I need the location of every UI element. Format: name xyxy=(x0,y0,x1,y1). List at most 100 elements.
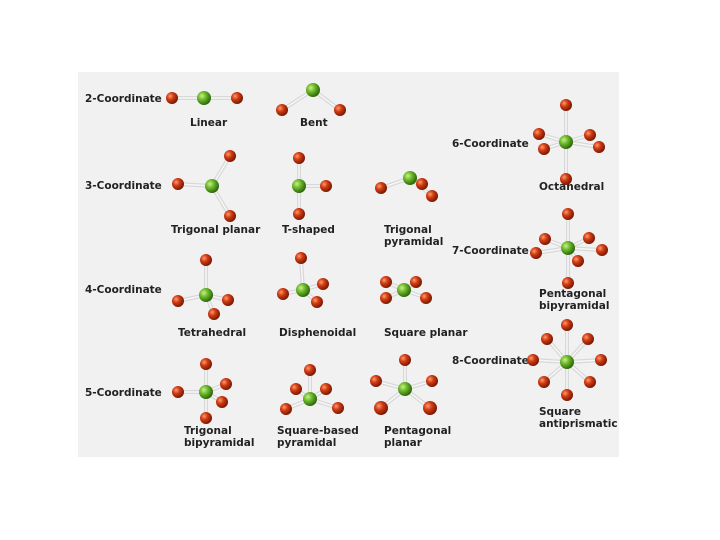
ligand-atom xyxy=(538,143,550,155)
ligand-atom xyxy=(332,402,344,414)
ligand-atom xyxy=(293,152,305,164)
caption-linear: Linear xyxy=(190,117,228,129)
caption-trigonal-planar: Trigonal planar xyxy=(171,224,261,236)
caption-tetrahedral: Tetrahedral xyxy=(178,327,247,339)
molecule-pentagonal-planar xyxy=(370,354,438,415)
molecule-square-based-pyramidal xyxy=(280,364,344,415)
row-label-2-coordinate: 2-Coordinate xyxy=(85,93,162,105)
ligand-atom xyxy=(584,129,596,141)
ligand-atom xyxy=(224,150,236,162)
molecule-linear xyxy=(166,91,243,105)
ligand-atom xyxy=(538,376,550,388)
central-atom xyxy=(296,283,310,297)
ligand-atom xyxy=(530,247,542,259)
ligand-atom xyxy=(172,386,184,398)
central-atom xyxy=(292,179,306,193)
molecule-trigonal-planar xyxy=(172,150,236,222)
caption-t-shaped: T-shaped xyxy=(282,224,335,236)
caption-disphenoidal: Disphenoidal xyxy=(279,327,357,339)
ligand-atom xyxy=(561,319,573,331)
molecule-square-antiprismatic xyxy=(527,319,607,401)
molecule-pentagonal-bipyramidal xyxy=(530,208,608,289)
ligand-atom xyxy=(317,278,329,290)
ligand-atom xyxy=(200,358,212,370)
central-atom xyxy=(403,171,417,185)
molecule-t-shaped xyxy=(292,152,332,220)
central-atom xyxy=(205,179,219,193)
ligand-atom xyxy=(276,104,288,116)
ligand-atom xyxy=(200,254,212,266)
ligand-atom xyxy=(561,389,573,401)
ligand-atom xyxy=(410,276,422,288)
ligand-atom xyxy=(560,99,572,111)
ligand-atom xyxy=(200,412,212,424)
ligand-atom xyxy=(423,401,437,415)
ligand-atom xyxy=(420,292,432,304)
ligand-atom xyxy=(562,277,574,289)
ligand-atom xyxy=(582,333,594,345)
central-atom xyxy=(197,91,211,105)
ligand-atom xyxy=(311,296,323,308)
ligand-atom xyxy=(572,255,584,267)
ligand-atom xyxy=(208,308,220,320)
ligand-atom xyxy=(380,276,392,288)
row-label-7-coordinate: 7-Coordinate xyxy=(452,245,529,257)
ligand-atom xyxy=(593,141,605,153)
ligand-atom xyxy=(277,288,289,300)
ligand-atom xyxy=(539,233,551,245)
ligand-atom xyxy=(222,294,234,306)
ligand-atom xyxy=(216,396,228,408)
ligand-atom xyxy=(426,375,438,387)
central-atom xyxy=(306,83,320,97)
ligand-atom xyxy=(320,383,332,395)
ligand-atom xyxy=(293,208,305,220)
ligand-atom xyxy=(290,383,302,395)
ligand-atom xyxy=(172,178,184,190)
ligand-atom xyxy=(166,92,178,104)
caption-bent: Bent xyxy=(300,117,328,129)
ligand-atom xyxy=(320,180,332,192)
molecule-square-planar xyxy=(380,276,432,304)
central-atom xyxy=(199,288,213,302)
molecule-trigonal-bipyramidal xyxy=(172,358,232,424)
ligand-atom xyxy=(583,232,595,244)
ligand-atom xyxy=(416,178,428,190)
central-atom xyxy=(398,382,412,396)
central-atom xyxy=(397,283,411,297)
ligand-atom xyxy=(584,376,596,388)
caption-square-planar: Square planar xyxy=(384,327,468,339)
ligand-atom xyxy=(231,92,243,104)
molecule-tetrahedral xyxy=(172,254,234,320)
ligand-atom xyxy=(399,354,411,366)
row-label-5-coordinate: 5-Coordinate xyxy=(85,387,162,399)
ligand-atom xyxy=(380,292,392,304)
central-atom xyxy=(303,392,317,406)
central-atom xyxy=(561,241,575,255)
row-label-6-coordinate: 6-Coordinate xyxy=(452,138,529,150)
molecule-trigonal-pyramidal xyxy=(375,171,438,202)
ligand-atom xyxy=(426,190,438,202)
row-label-4-coordinate: 4-Coordinate xyxy=(85,284,162,296)
ligand-atom xyxy=(595,354,607,366)
ligand-atom xyxy=(374,401,388,415)
ligand-atom xyxy=(541,333,553,345)
central-atom xyxy=(560,355,574,369)
ligand-atom xyxy=(527,354,539,366)
ligand-atom xyxy=(224,210,236,222)
molecule-bent xyxy=(276,83,346,116)
ligand-atom xyxy=(560,173,572,185)
row-label-3-coordinate: 3-Coordinate xyxy=(85,180,162,192)
ligand-atom xyxy=(280,403,292,415)
ligand-atom xyxy=(334,104,346,116)
central-atom xyxy=(559,135,573,149)
ligand-atom xyxy=(172,295,184,307)
molecule-disphenoidal xyxy=(277,252,329,308)
ligand-atom xyxy=(304,364,316,376)
diagram-panel xyxy=(78,72,619,457)
